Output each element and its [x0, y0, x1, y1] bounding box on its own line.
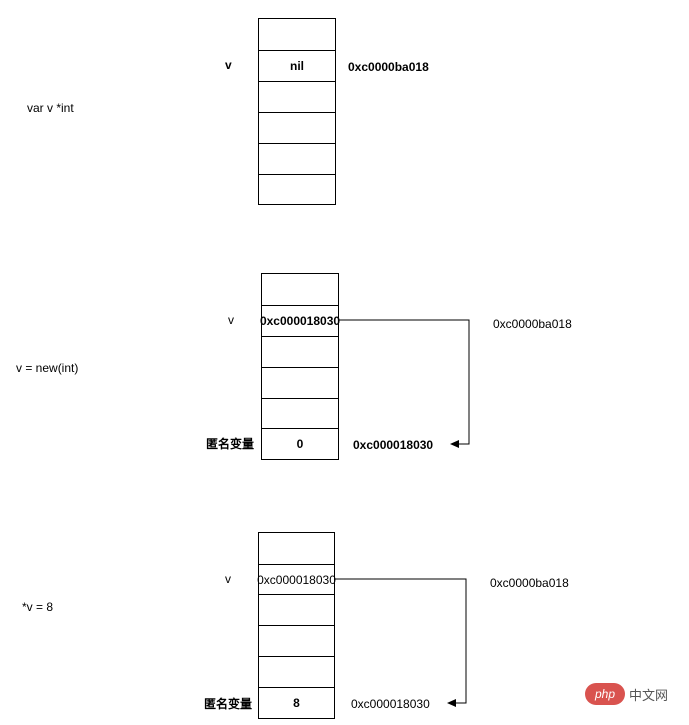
anon-var-address-3: 0xc000018030 — [351, 697, 430, 711]
pointer-cell-v-1: nil — [258, 50, 336, 82]
anon-var-address-2: 0xc000018030 — [353, 438, 434, 452]
pointer-arrow-2 — [339, 319, 470, 445]
pointer-cell-v-2: 0xc000018030 — [260, 305, 340, 337]
anon-var-cell-3: 8 — [258, 687, 335, 719]
memory-cell-empty — [258, 112, 336, 144]
var-label-v-2: v — [228, 313, 234, 327]
memory-cell-empty — [261, 273, 339, 306]
memory-cell-empty — [258, 625, 335, 657]
code-label-2: v = new(int) — [16, 361, 79, 375]
memory-cell-empty — [258, 656, 335, 688]
pointer-arrow-3 — [335, 578, 467, 704]
var-label-v-3: v — [225, 572, 231, 586]
arrowhead-2 — [450, 440, 459, 448]
php-logo: php — [585, 683, 625, 705]
pointer-address-2: 0xc0000ba018 — [493, 317, 572, 331]
arrowhead-3 — [447, 699, 456, 707]
anon-var-cell-2: 0 — [261, 428, 339, 460]
var-label-v-1: v — [225, 58, 232, 72]
code-label-1: var v *int — [27, 101, 74, 115]
anon-var-label-3: 匿名变量 — [204, 697, 253, 711]
memory-cell-empty — [258, 594, 335, 626]
watermark-text: 中文网 — [629, 687, 669, 703]
memory-cell-empty — [261, 398, 339, 429]
memory-cell-empty — [261, 367, 339, 399]
memory-cell-empty — [258, 532, 335, 565]
anon-var-label-2: 匿名变量 — [206, 437, 255, 451]
memory-cell-empty — [258, 174, 336, 205]
memory-cell-empty — [258, 18, 336, 51]
pointer-address-3: 0xc0000ba018 — [490, 576, 569, 590]
memory-cell-empty — [261, 336, 339, 368]
memory-cell-empty — [258, 81, 336, 113]
pointer-cell-v-3: 0xc000018030 — [257, 564, 336, 595]
code-label-3: *v = 8 — [22, 600, 54, 614]
pointer-address-1: 0xc0000ba018 — [348, 60, 429, 74]
memory-cell-empty — [258, 143, 336, 175]
php-cn-watermark: php 中文网 — [585, 681, 685, 707]
